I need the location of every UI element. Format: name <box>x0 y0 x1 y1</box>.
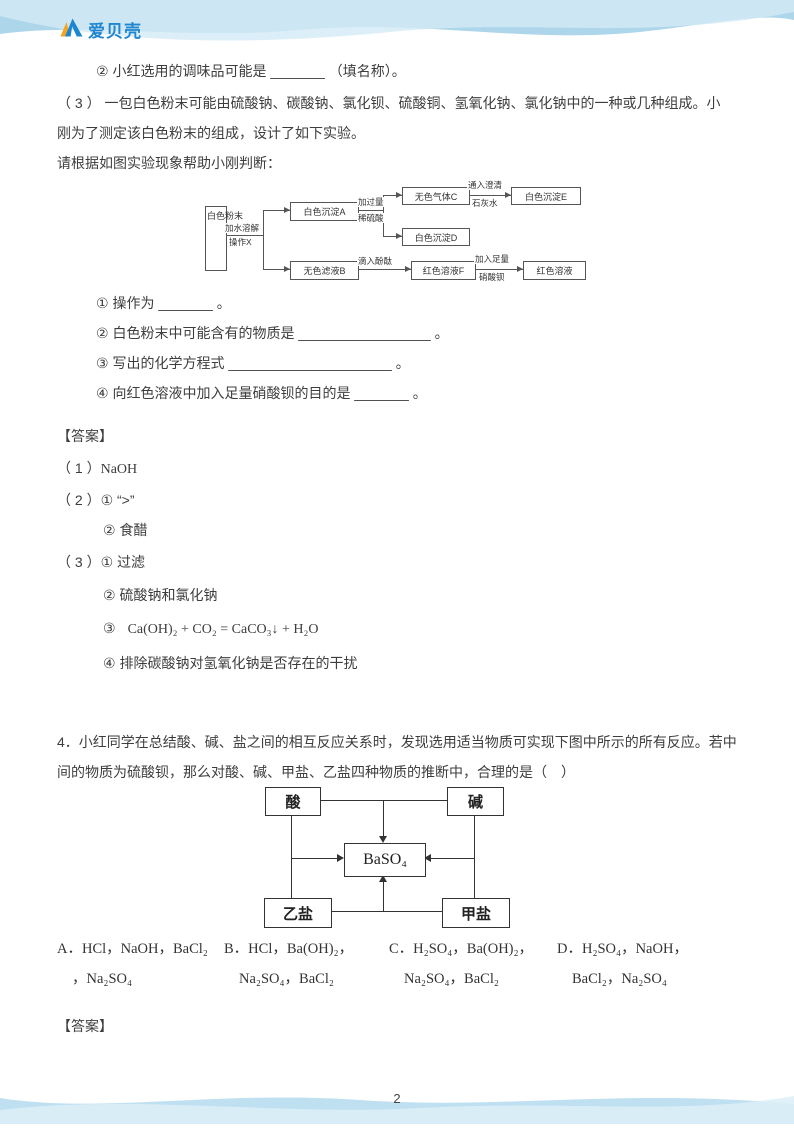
q3-sub-question-3: ③ 写出的化学方程式 _____________________ 。 <box>96 355 410 371</box>
connector-line <box>383 195 402 196</box>
connector-line <box>263 210 290 211</box>
flow-box-precipitate-a: 白色沉淀A <box>290 202 359 221</box>
flow-box-red-solution-final: 红色溶液 <box>523 261 586 280</box>
option-d-line-1: D．H₂SO₄，NaOH， <box>557 941 688 957</box>
brand-logo: 爱贝壳 <box>60 17 142 42</box>
answer-3d: ④ 排除碳酸钠对氢氧化钠是否存在的干扰 <box>103 655 358 671</box>
connector-line <box>474 814 475 898</box>
arrowhead-icon <box>284 207 290 213</box>
document-content: ② 小红选用的调味品可能是 _______ （填名称）。 （ 3 ） 一包白色粉… <box>57 52 738 1041</box>
answer-3c: ③ Ca(OH)₂ + CO₂ = CaCO₃↓ + H₂O <box>57 613 738 645</box>
arrowhead-icon <box>396 233 402 239</box>
flow-label-add-water: 加水溶解 <box>224 223 261 233</box>
option-b-line-2: Na₂SO₄，BaCl₂ <box>239 971 334 987</box>
flow-label-barium-nitrate-2: 硝酸钡 <box>478 272 506 282</box>
brand-name: 爱贝壳 <box>88 22 142 41</box>
diagram-box-baso4: BaSO₄ <box>344 843 426 877</box>
answer-1-number: （ 1 ） <box>57 460 101 476</box>
answer-heading: 【答案】 <box>57 428 113 444</box>
answer-3c-equation: Ca(OH)₂ + CO₂ = CaCO₃↓ + H₂O <box>127 622 319 637</box>
connector-line <box>355 210 383 211</box>
brand-a-icon <box>60 18 83 42</box>
connector-line <box>383 236 402 237</box>
connector-line <box>223 235 263 236</box>
flow-label-excess-acid-1: 加过量 <box>357 197 385 207</box>
answer-2a: （ 2 ）① “>” <box>57 492 135 508</box>
connector-line <box>383 880 384 911</box>
flow-box-filtrate-b: 无色滤液B <box>290 261 359 280</box>
answer-heading-2: 【答案】 <box>57 1018 113 1034</box>
flow-label-excess-acid-2: 稀硫酸 <box>357 213 385 223</box>
q3-stem-line-1: （ 3 ） 一包白色粉末可能由硫酸钠、碳酸钠、氯化钡、硫酸铜、氢氧化钠、氯化钠中… <box>57 95 721 111</box>
arrowhead-right-icon <box>337 854 344 862</box>
q3-sub-question-2: ② 白色粉末中可能含有的物质是 _________________ 。 <box>96 325 449 341</box>
option-a: A．HCl，NaOH，BaCl₂ ，Na₂SO₄ <box>57 934 224 994</box>
answer-3a: （ 3 ）① 过滤 <box>57 554 146 570</box>
answer-2b: ② 食醋 <box>103 522 148 538</box>
arrowhead-icon <box>284 266 290 272</box>
page-number: 2 <box>393 1091 401 1106</box>
flow-box-precipitate-e: 白色沉淀E <box>511 187 581 205</box>
connector-line <box>291 814 292 898</box>
connector-line <box>263 269 290 270</box>
diagram-box-salt-jia: 甲盐 <box>442 898 510 928</box>
q3-hint: 请根据如图实验现象帮助小刚判断： <box>57 155 281 171</box>
flow-label-operation-x: 操作X <box>228 237 253 247</box>
answer-options: A．HCl，NaOH，BaCl₂ ，Na₂SO₄ B．HCl，Ba(OH)₂， … <box>57 934 738 994</box>
answer-1-formula: NaOH <box>100 462 138 477</box>
connector-line <box>355 269 411 270</box>
option-d-line-2: BaCl₂，Na₂SO₄ <box>572 971 667 987</box>
flow-label-limewater-1: 通入澄清 <box>467 180 504 190</box>
arrowhead-icon <box>405 266 411 272</box>
flow-box-gas-c: 无色气体C <box>402 187 470 205</box>
flow-label-barium-nitrate-1: 加入足量 <box>474 254 511 264</box>
flow-label-phenolphthalein: 滴入酚酞 <box>357 256 394 266</box>
reaction-relationship-diagram: 酸 碱 BaSO₄ 乙盐 甲盐 <box>264 787 510 928</box>
connector-line <box>263 210 264 270</box>
answer-3c-number: ③ <box>103 620 116 636</box>
option-b-line-1: B．HCl，Ba(OH)₂， <box>224 941 354 957</box>
flow-box-white-powder: 白色粉末 <box>205 206 243 271</box>
q4-stem-line-1: 4．小红同学在总结酸、碱、盐之间的相互反应关系时，发现选用适当物质可实现下图中所… <box>57 734 737 750</box>
flow-box-precipitate-d: 白色沉淀D <box>402 228 470 246</box>
answer-1: （ 1 ）NaOH <box>57 453 738 485</box>
q3-sub-question-1: ① 操作为 _______ 。 <box>96 295 231 311</box>
connector-line <box>466 195 511 196</box>
connector-line <box>291 858 338 859</box>
arrowhead-icon <box>517 266 523 272</box>
arrowhead-icon <box>505 192 511 198</box>
connector-line <box>383 800 384 837</box>
option-c-line-2: Na₂SO₄，BaCl₂ <box>404 971 499 987</box>
option-b: B．HCl，Ba(OH)₂， Na₂SO₄，BaCl₂ <box>224 934 389 994</box>
option-a-line-2: ，Na₂SO₄ <box>72 971 133 987</box>
arrowhead-up-icon <box>379 875 387 882</box>
connector-line <box>430 858 474 859</box>
diagram-box-base: 碱 <box>447 787 504 816</box>
diagram-box-salt-yi: 乙盐 <box>264 898 332 928</box>
answer-3b: ② 硫酸钠和氯化钠 <box>103 587 218 603</box>
connector-line <box>330 911 442 912</box>
q3-sub-question-4: ④ 向红色溶液中加入足量硝酸钡的目的是 _______ 。 <box>96 385 427 401</box>
option-d: D．H₂SO₄，NaOH， BaCl₂，Na₂SO₄ <box>557 934 688 994</box>
experiment-flowchart: 加水溶解 操作X 加过量 稀硫酸 通入澄清 石灰水 滴入酚酞 加入足量 硝酸钡 … <box>203 178 586 288</box>
question-2-line: ② 小红选用的调味品可能是 _______ （填名称）。 <box>96 63 406 79</box>
flow-label-limewater-2: 石灰水 <box>471 198 499 208</box>
flow-box-red-solution-f: 红色溶液F <box>411 261 476 280</box>
diagram-box-acid: 酸 <box>265 787 321 816</box>
arrowhead-icon <box>396 192 402 198</box>
option-c-line-1: C．H₂SO₄，Ba(OH)₂， <box>389 941 534 957</box>
arrowhead-down-icon <box>379 836 387 843</box>
q4-stem-line-2: 间的物质为硫酸钡，那么对酸、碱、甲盐、乙盐四种物质的推断中，合理的是（ ） <box>57 764 575 780</box>
connector-line <box>472 269 523 270</box>
option-a-line-1: A．HCl，NaOH，BaCl₂ <box>57 941 208 957</box>
option-c: C．H₂SO₄，Ba(OH)₂， Na₂SO₄，BaCl₂ <box>389 934 557 994</box>
arrowhead-left-icon <box>424 854 431 862</box>
q3-stem-line-2: 刚为了测定该白色粉末的组成，设计了如下实验。 <box>57 125 365 141</box>
